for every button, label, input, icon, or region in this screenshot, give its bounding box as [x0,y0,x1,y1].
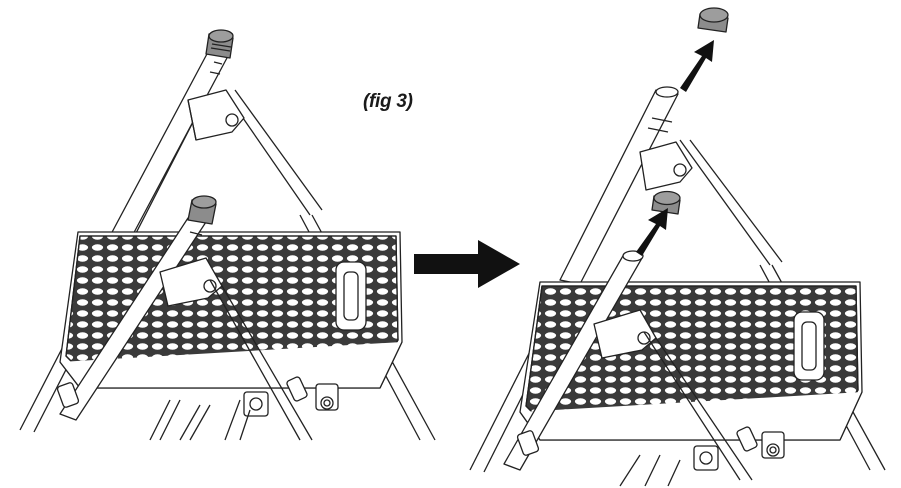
right-panel-stool [469,7,886,487]
left-feet [56,376,339,441]
right-upper-cap-removed [697,7,729,33]
left-panel-stool [19,29,436,441]
right-lower-hinge [593,309,753,481]
right-feet [516,426,785,487]
figure-caption: (fig 3) [363,91,413,112]
right-lower-cap-removed [651,190,681,215]
left-lower-hinge [159,257,313,441]
progression-arrow-icon [414,240,520,288]
left-upper-cap [205,29,234,59]
lower-cap-removal-arrow-icon [636,208,668,256]
right-lower-leg [503,250,644,471]
left-lower-cap [187,195,217,225]
upper-cap-removal-arrow-icon [680,40,714,92]
left-upper-hinge [187,89,245,141]
right-upper-hinge [639,141,693,191]
